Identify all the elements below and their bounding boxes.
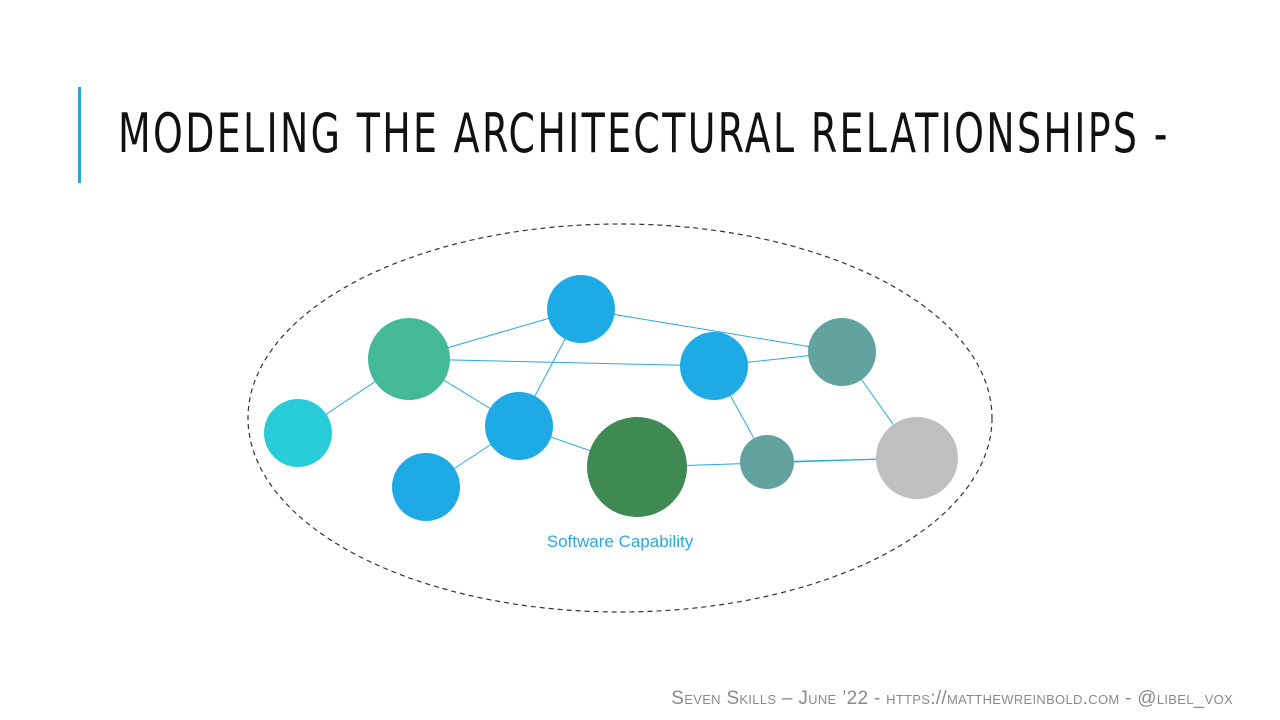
- node: [368, 318, 450, 400]
- boundary-label: Software Capability: [547, 532, 694, 551]
- edge: [408, 358, 715, 367]
- slide-title: MODELING THE ARCHITECTURAL RELATIONSHIPS…: [118, 102, 1170, 165]
- node: [392, 453, 460, 521]
- capability-boundary: [247, 223, 993, 613]
- slide-footer: Seven Skills – June ’22 - https://matthe…: [671, 688, 1233, 709]
- node: [740, 435, 794, 489]
- edge: [580, 308, 843, 353]
- node: [547, 275, 615, 343]
- title-accent-bar: [78, 87, 81, 183]
- node: [876, 417, 958, 499]
- node: [485, 392, 553, 460]
- node-group: [264, 275, 958, 521]
- node: [808, 318, 876, 386]
- node: [680, 332, 748, 400]
- node: [264, 399, 332, 467]
- node: [587, 417, 687, 517]
